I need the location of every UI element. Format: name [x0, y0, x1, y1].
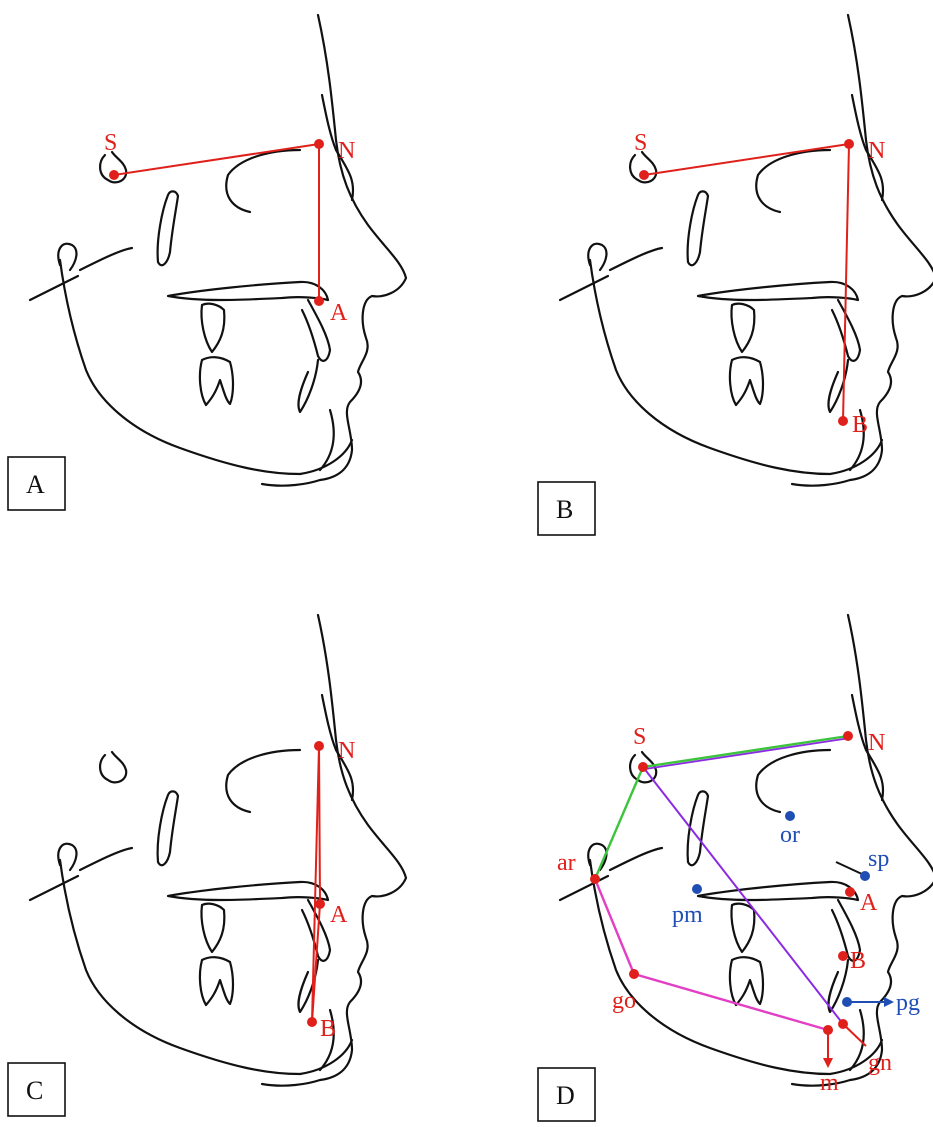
landmark-A-label: A	[860, 890, 878, 916]
panel-b-tag: B	[556, 495, 573, 524]
panel-d-tag: D	[556, 1081, 575, 1110]
panel-d: S N ar go m gn B A pg sp pm or D	[537, 613, 933, 1122]
panel-a-tag-box	[7, 456, 66, 511]
landmark-pm-point	[692, 884, 702, 894]
landmark-pg-point	[842, 997, 852, 1007]
landmark-N-label: N	[868, 730, 885, 756]
panel-a-tag: A	[26, 470, 45, 499]
landmark-go-label: go	[612, 988, 636, 1014]
landmark-B-point	[838, 416, 848, 426]
landmark-S-label: S	[634, 130, 647, 156]
landmark-go-point	[629, 969, 639, 979]
panel-a-lines	[113, 143, 320, 301]
landmark-pg-label: pg	[896, 990, 920, 1016]
landmark-A-point	[845, 887, 855, 897]
landmark-B-label: B	[852, 412, 868, 438]
landmark-S-point	[639, 170, 649, 180]
panel-a: S N A A	[7, 13, 408, 511]
landmark-N-label: N	[338, 138, 355, 164]
panel-c-lines	[311, 745, 321, 1023]
landmark-S-point	[109, 170, 119, 180]
landmark-B-label: B	[320, 1016, 336, 1042]
landmark-A-point	[314, 296, 324, 306]
landmark-m-point	[823, 1025, 833, 1035]
panel-c: N A B C	[7, 613, 408, 1117]
landmark-sp-label: sp	[868, 846, 889, 872]
panel-c-tag: C	[26, 1076, 43, 1105]
landmark-or-point	[785, 811, 795, 821]
landmark-m-label: m	[820, 1070, 839, 1096]
landmark-B-point	[307, 1017, 317, 1027]
landmark-A-point	[315, 899, 325, 909]
landmark-ar-label: ar	[557, 850, 576, 876]
panel-c-tag-box	[7, 1062, 66, 1117]
landmark-B-point	[838, 951, 848, 961]
panel-d-tag-box	[537, 1067, 596, 1122]
panel-b: S N B B	[537, 13, 933, 536]
landmark-N-point	[314, 139, 324, 149]
panel-d-lines	[593, 734, 894, 1068]
panel-b-lines	[643, 143, 850, 422]
landmark-S-label: S	[633, 724, 646, 750]
landmark-sp-point	[860, 871, 870, 881]
landmark-ar-point	[590, 874, 600, 884]
landmark-N-point	[843, 731, 853, 741]
landmark-N-label: N	[338, 738, 355, 764]
panel-b-tag-box	[537, 481, 596, 536]
landmark-pm-label: pm	[672, 902, 703, 928]
landmark-N-point	[314, 741, 324, 751]
landmark-B-label: B	[850, 948, 866, 974]
landmark-gn-point	[838, 1019, 848, 1029]
landmark-gn-label: gn	[868, 1050, 892, 1076]
landmark-A-label: A	[330, 902, 348, 928]
landmark-A-label: A	[330, 300, 348, 326]
landmark-or-label: or	[780, 822, 800, 848]
landmark-N-label: N	[868, 138, 885, 164]
landmark-S-point	[638, 762, 648, 772]
landmark-N-point	[844, 139, 854, 149]
landmark-S-label: S	[104, 130, 117, 156]
